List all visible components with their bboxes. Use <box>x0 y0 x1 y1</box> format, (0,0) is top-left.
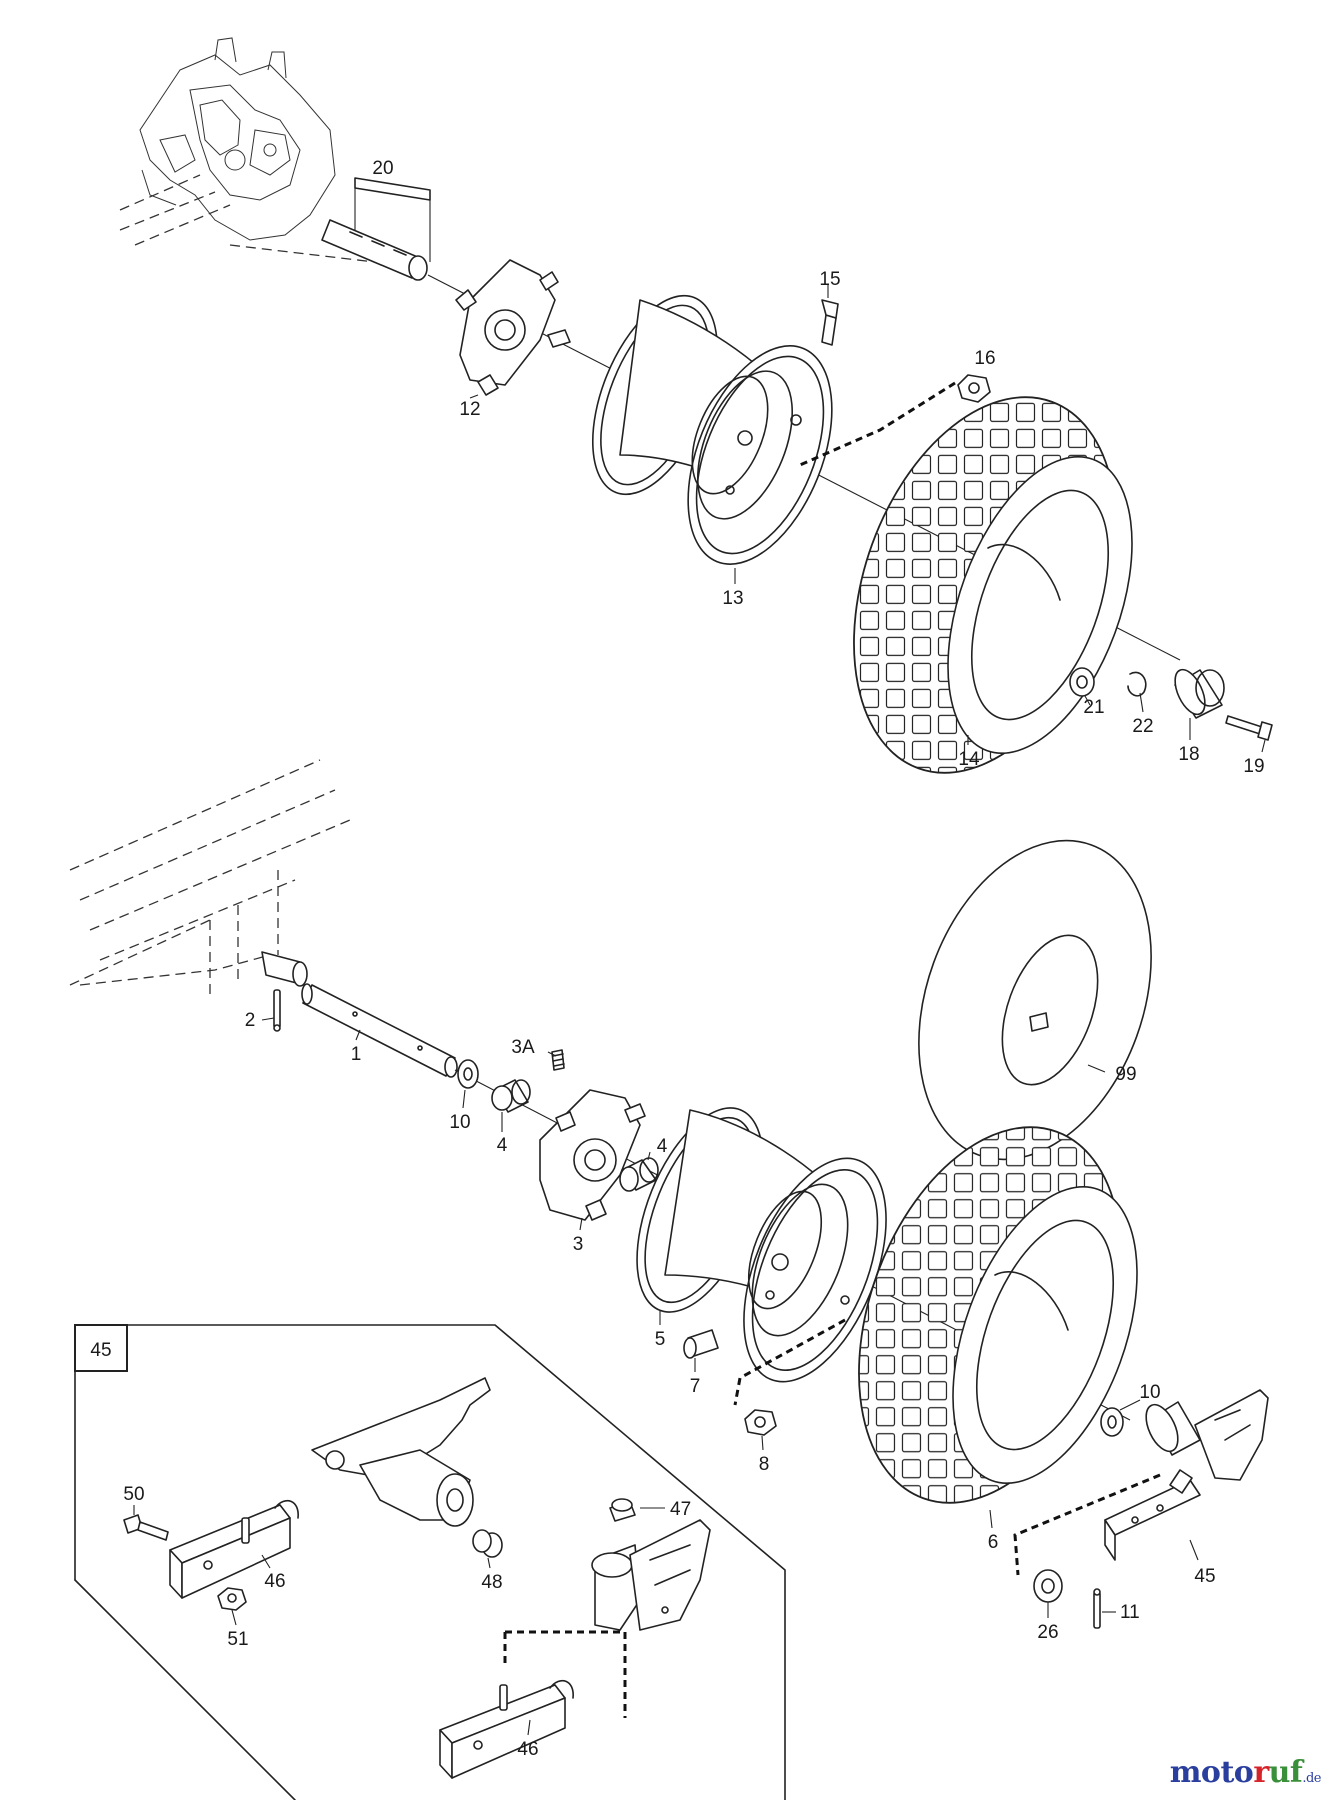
lever-arm <box>311 1377 491 1527</box>
callout-6: 6 <box>988 1532 999 1553</box>
axle-part-1 <box>301 983 458 1078</box>
pivot-bracket <box>261 951 308 987</box>
callout-22: 22 <box>1132 716 1153 737</box>
motoruf-watermark-logo: motoruf.de <box>1169 1755 1322 1790</box>
callout-13: 13 <box>722 588 743 609</box>
transaxle-housing <box>119 37 401 266</box>
washer-part-10-right <box>1100 1407 1124 1437</box>
callout-4-left: 4 <box>497 1135 508 1156</box>
valve-stem-part-15 <box>821 285 839 346</box>
washer-part-10-left <box>457 1059 479 1089</box>
callout-10-right: 10 <box>1139 1382 1160 1403</box>
washer-part-21 <box>1069 667 1095 697</box>
washer-part-26 <box>1033 1569 1063 1603</box>
frame-outline <box>69 759 351 1000</box>
valve-stem-part-7 <box>683 1329 719 1359</box>
tire-part-6 <box>858 1126 1138 1504</box>
bolt-part-19 <box>1225 715 1273 741</box>
spindle-bracket-inset <box>591 1519 711 1631</box>
lug-nut-part-16 <box>799 374 991 467</box>
callout-48: 48 <box>481 1572 502 1593</box>
grease-fitting-part-3A <box>551 1049 565 1071</box>
callout-2: 2 <box>245 1010 256 1031</box>
callout-46-upper: 46 <box>264 1571 285 1592</box>
bushing-part-4-left <box>491 1079 531 1113</box>
callout-11: 11 <box>1120 1602 1140 1623</box>
callout-4-right: 4 <box>657 1136 668 1157</box>
hub-part-12 <box>455 259 571 396</box>
grease-fitting-part-47 <box>609 1498 636 1522</box>
callout-labels: 20 15 16 12 13 14 21 22 18 19 2 1 3A 10 … <box>90 158 1264 1760</box>
callout-47: 47 <box>670 1499 691 1520</box>
tire-part-14 <box>853 396 1133 774</box>
callout-50: 50 <box>123 1484 144 1505</box>
callout-7: 7 <box>690 1376 701 1397</box>
bushing-part-4-right <box>619 1157 659 1192</box>
cap-part-18 <box>1174 668 1225 719</box>
callout-10-left: 10 <box>449 1112 470 1133</box>
callout-21: 21 <box>1083 697 1104 718</box>
leader-lines <box>133 394 1266 1736</box>
callout-1: 1 <box>351 1044 362 1065</box>
callout-99: 99 <box>1115 1064 1136 1085</box>
callout-5: 5 <box>655 1329 666 1350</box>
callout-18: 18 <box>1178 744 1199 765</box>
callout-19: 19 <box>1243 756 1264 777</box>
upper-assembly <box>119 37 1273 774</box>
pin-part-2 <box>273 989 281 1032</box>
bracket-part-46-upper <box>169 1499 299 1599</box>
retaining-ring-part-22 <box>1127 671 1147 697</box>
inset-label-box <box>74 1324 128 1372</box>
bolt-part-50 <box>123 1514 169 1541</box>
bushing-part-48 <box>472 1529 503 1558</box>
axle-shaft-upper <box>321 219 428 281</box>
callout-26: 26 <box>1037 1622 1058 1643</box>
callout-12: 12 <box>459 399 480 420</box>
hub-part-3 <box>539 1089 646 1221</box>
callout-8: 8 <box>759 1454 770 1475</box>
lower-assembly <box>69 759 1269 1629</box>
callout-51: 51 <box>227 1629 248 1650</box>
nut-part-51 <box>217 1587 247 1611</box>
callout-15: 15 <box>819 269 840 290</box>
callout-16: 16 <box>974 348 995 369</box>
spindle-bracket-part-45 <box>1013 1389 1269 1576</box>
callout-3: 3 <box>573 1234 584 1255</box>
inset-label-45: 45 <box>90 1340 111 1361</box>
callout-20: 20 <box>372 158 393 179</box>
callout-46-lower: 46 <box>517 1739 538 1760</box>
callout-3A: 3A <box>511 1037 535 1058</box>
callout-45: 45 <box>1194 1566 1215 1587</box>
callout-14: 14 <box>958 749 980 770</box>
bracket-part-46-lower <box>439 1630 627 1779</box>
inner-tube-part-99 <box>918 839 1152 1161</box>
lug-nut-part-8 <box>733 1318 846 1436</box>
rim-part-5 <box>636 1107 887 1383</box>
rim-part-13 <box>591 294 833 565</box>
inset-detail-45 <box>74 1324 786 1800</box>
key-part-20 <box>354 177 431 262</box>
cotter-pin-part-11 <box>1093 1588 1101 1629</box>
